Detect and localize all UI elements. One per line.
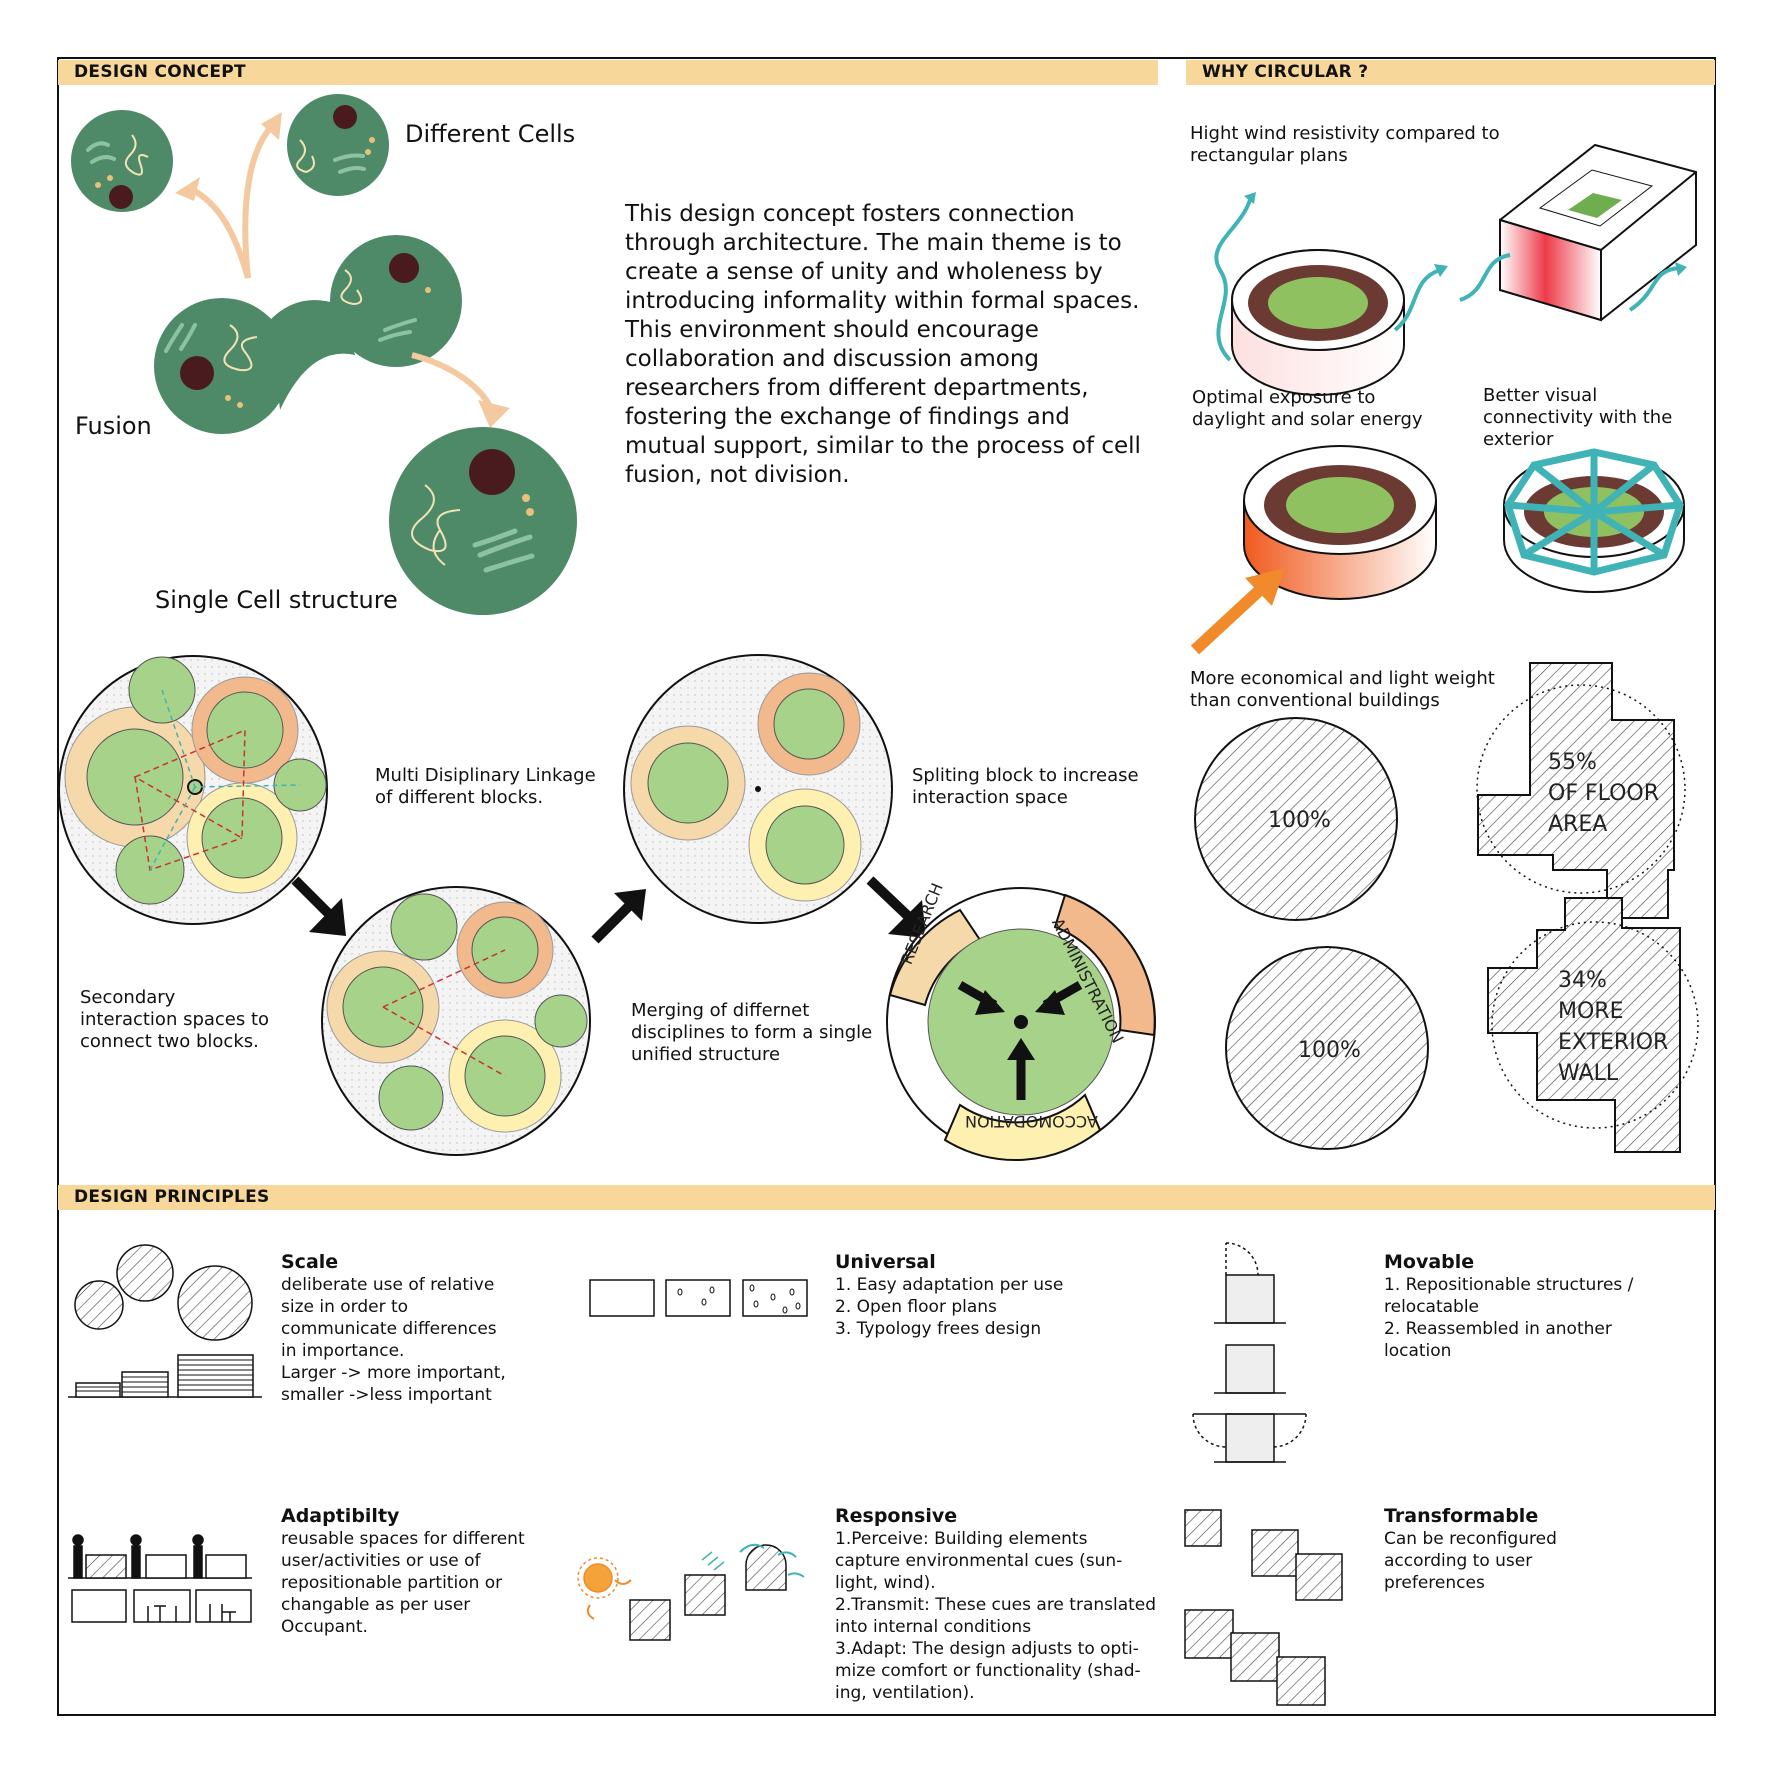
principle-responsive: Responsive 1.Perceive: Building elements… (835, 1504, 1156, 1704)
principle-movable-desc: 1. Repositionable structures / relocatab… (1384, 1275, 1634, 1361)
exterior-wall-label: 34% MORE EXTERIOR WALL (1558, 968, 1669, 1086)
principle-scale-desc: deliberate use of relative size in order… (281, 1275, 506, 1405)
design-concept-header: DESIGN CONCEPT (58, 60, 1158, 85)
principle-transformable-desc: Can be reconfigured according to user pr… (1384, 1529, 1557, 1593)
why-circular-header: WHY CIRCULAR ? (1186, 60, 1715, 85)
economical-label: More economical and light weight than co… (1190, 668, 1495, 711)
poster-frame (57, 57, 1716, 1716)
principle-transformable-title: Transformable (1384, 1505, 1539, 1527)
single-cell-label: Single Cell structure (155, 586, 398, 614)
final-accomodation-label: ACCOMODATION (965, 1112, 1098, 1131)
responsive-icon (577, 1543, 805, 1641)
principle-responsive-desc: 1.Perceive: Building elements capture en… (835, 1529, 1157, 1703)
principle-scale-title: Scale (281, 1251, 339, 1273)
evolution-diagram (58, 654, 1156, 1162)
daylight-diagram (1190, 445, 1437, 655)
adaptability-icon (68, 1534, 252, 1623)
multi-linkage-label: Multi Disiplinary Linkage of different b… (375, 765, 596, 808)
secondary-label: Secondary interaction spaces to connect … (80, 987, 270, 1052)
circle-b-percent: 100% (1298, 1038, 1361, 1063)
concept-description: This design concept fosters connection t… (625, 201, 1141, 488)
principle-scale: Scale deliberate use of relative size in… (281, 1250, 506, 1406)
economical-diagram (1194, 662, 1699, 1153)
transformable-icon (1184, 1509, 1343, 1706)
principle-universal: Universal 1. Easy adaptation per use 2. … (835, 1250, 1063, 1340)
wind-label: Hight wind resistivity compared to recta… (1190, 123, 1500, 166)
different-cells-label: Different Cells (405, 120, 576, 148)
daylight-label: Optimal exposure to daylight and solar e… (1192, 387, 1423, 430)
principle-movable-title: Movable (1384, 1251, 1475, 1273)
visual-label: Better visual connectivity with the exte… (1483, 385, 1673, 450)
universal-icon (589, 1279, 808, 1317)
principle-adaptability: Adaptibilty reusable spaces for differen… (281, 1504, 525, 1638)
floor-area-label: 55% OF FLOOR AREA (1548, 750, 1660, 837)
principle-transformable: Transformable Can be reconfigured accord… (1384, 1504, 1557, 1594)
visual-connectivity-diagram (1503, 448, 1685, 593)
principle-responsive-title: Responsive (835, 1505, 958, 1527)
circle-a-percent: 100% (1268, 808, 1331, 833)
design-principles-header: DESIGN PRINCIPLES (58, 1185, 1715, 1210)
cell-diagram (71, 94, 577, 615)
principle-movable: Movable 1. Repositionable structures / r… (1384, 1250, 1633, 1362)
splitting-label: Spliting block to increase interaction s… (912, 765, 1139, 808)
principle-universal-title: Universal (835, 1251, 936, 1273)
principle-universal-desc: 1. Easy adaptation per use 2. Open floor… (835, 1275, 1064, 1339)
scale-icon (68, 1244, 262, 1398)
merging-label: Merging of differnet disciplines to form… (631, 1000, 873, 1065)
wind-diagram (1214, 143, 1697, 396)
principle-adaptability-desc: reusable spaces for different user/activ… (281, 1529, 525, 1637)
movable-icon (1192, 1242, 1307, 1463)
principle-adaptability-title: Adaptibilty (281, 1505, 400, 1527)
fusion-label: Fusion (75, 412, 152, 440)
